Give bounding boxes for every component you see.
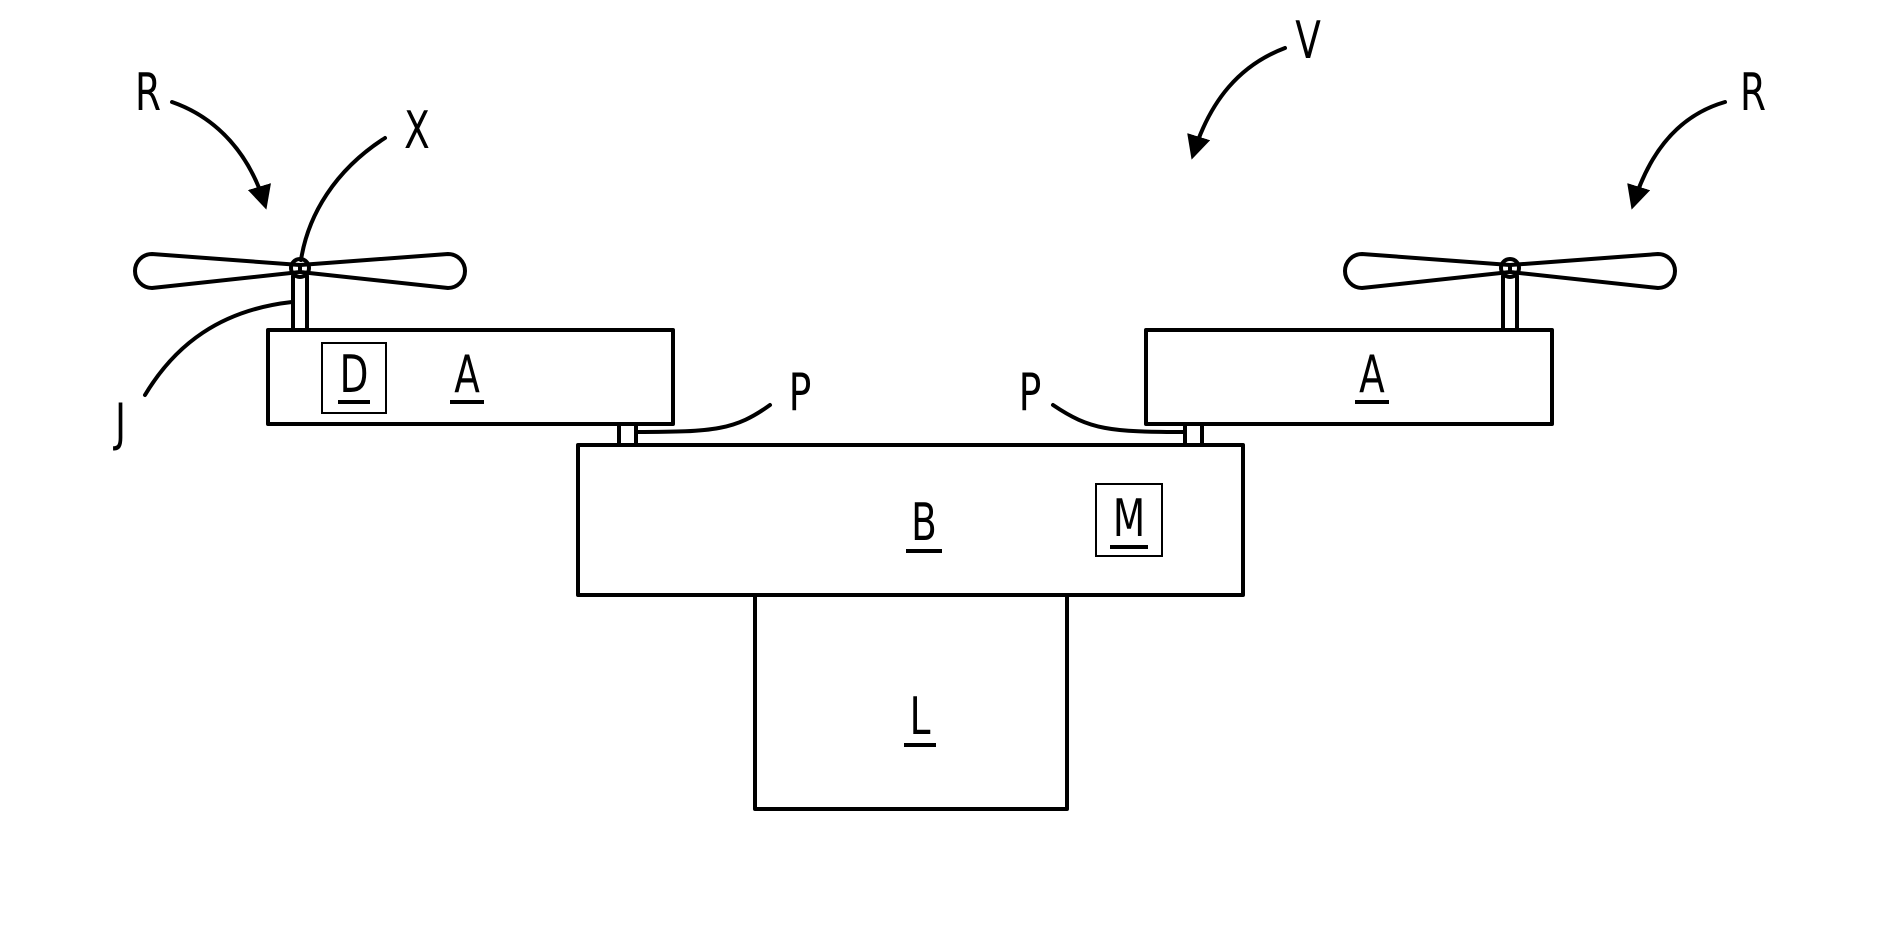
label-axis: X [404, 100, 430, 161]
leader-arrow-rotor-right [1633, 102, 1725, 205]
label-arm-right: A [1359, 344, 1385, 405]
label-body: B [911, 492, 937, 553]
label-pivot-left: P [789, 362, 812, 423]
label-arm-left: A [454, 344, 480, 405]
label-rotor-right: R [1740, 62, 1766, 123]
leader-arrow-rotor-left [172, 102, 265, 205]
label-pivot-right: P [1019, 362, 1042, 423]
leader-line-axis [301, 138, 385, 260]
label-load: L [910, 686, 931, 747]
rotor-left [135, 254, 465, 330]
label-joint: J [113, 392, 127, 453]
label-motor: M [1113, 488, 1145, 549]
label-rotor-left: R [135, 62, 161, 123]
label-vehicle: V [1295, 10, 1321, 71]
leader-line-pivot-left [636, 405, 770, 432]
label-drive: D [340, 344, 369, 405]
arm-right [1146, 330, 1552, 424]
leader-arrow-vehicle [1193, 48, 1285, 155]
pivot-post-right [1185, 424, 1202, 445]
pivot-post-left [619, 424, 636, 445]
leader-line-pivot-right [1053, 405, 1185, 432]
rotor-right [1345, 254, 1675, 330]
